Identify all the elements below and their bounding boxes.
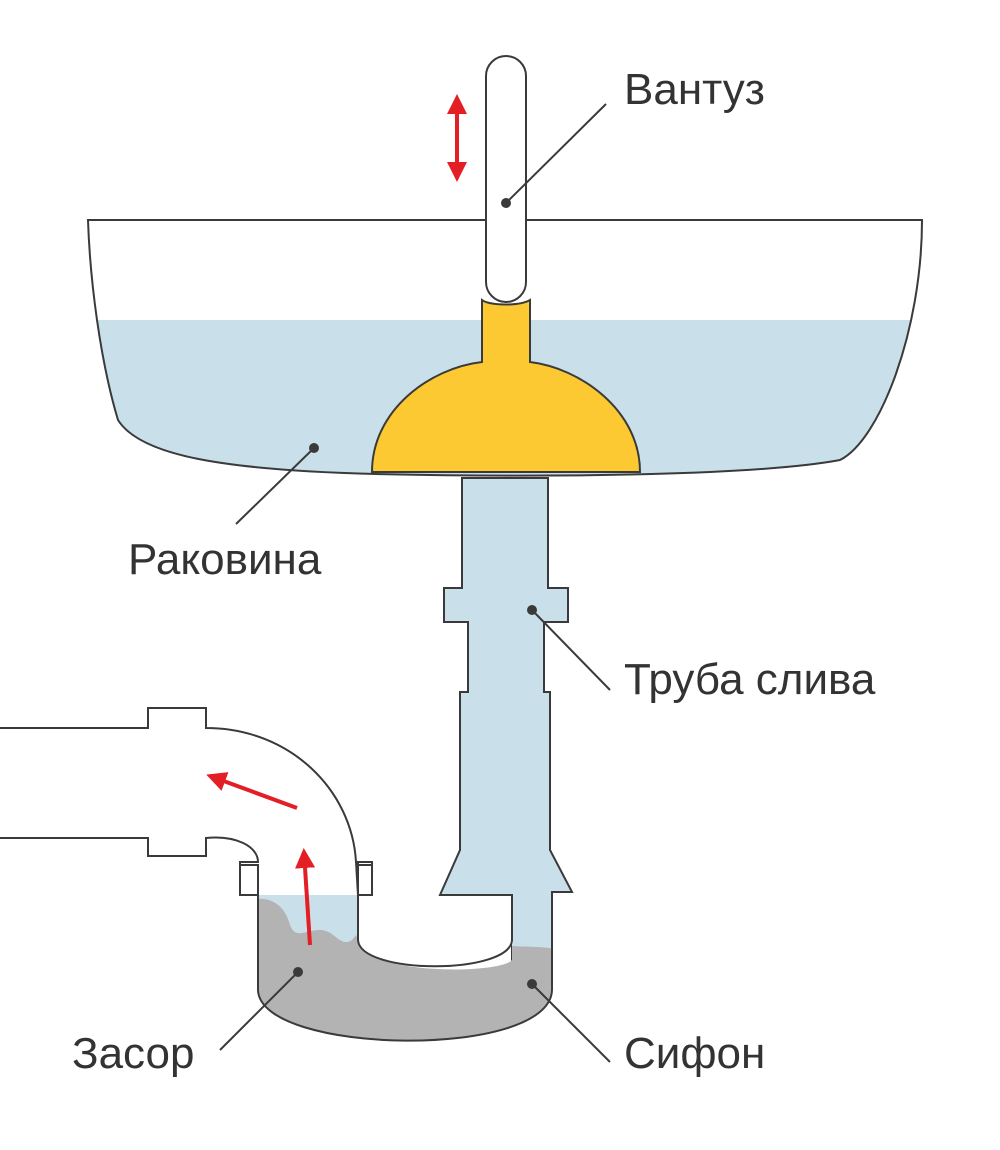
dot-plunger [501, 198, 511, 208]
drain-pipe [438, 477, 574, 961]
plunger-handle [485, 55, 527, 303]
flow-arrow-up [295, 848, 316, 946]
dot-sink [309, 443, 319, 453]
leader-drain-pipe [531, 609, 611, 691]
leader-clog [219, 971, 299, 1051]
motion-arrows [206, 94, 467, 946]
plunger-cup [370, 298, 642, 473]
dot-drain-pipe [527, 605, 537, 615]
dot-siphon [527, 979, 537, 989]
leader-siphon [531, 983, 611, 1063]
flow-arrow-left [206, 772, 298, 810]
leader-plunger [505, 103, 607, 204]
label-clog: Засор [72, 1029, 195, 1078]
label-plunger: Вантуз [624, 65, 765, 114]
outlet-pipe [0, 707, 373, 896]
leader-lines [219, 103, 611, 1063]
siphon [239, 864, 553, 1042]
label-sink: Раковина [128, 535, 322, 584]
label-siphon: Сифон [624, 1029, 766, 1078]
leader-sink [235, 447, 315, 525]
plunger [370, 55, 642, 473]
sink-outline [86, 219, 924, 477]
label-drain-pipe: Труба слива [624, 655, 876, 704]
dot-clog [293, 967, 303, 977]
